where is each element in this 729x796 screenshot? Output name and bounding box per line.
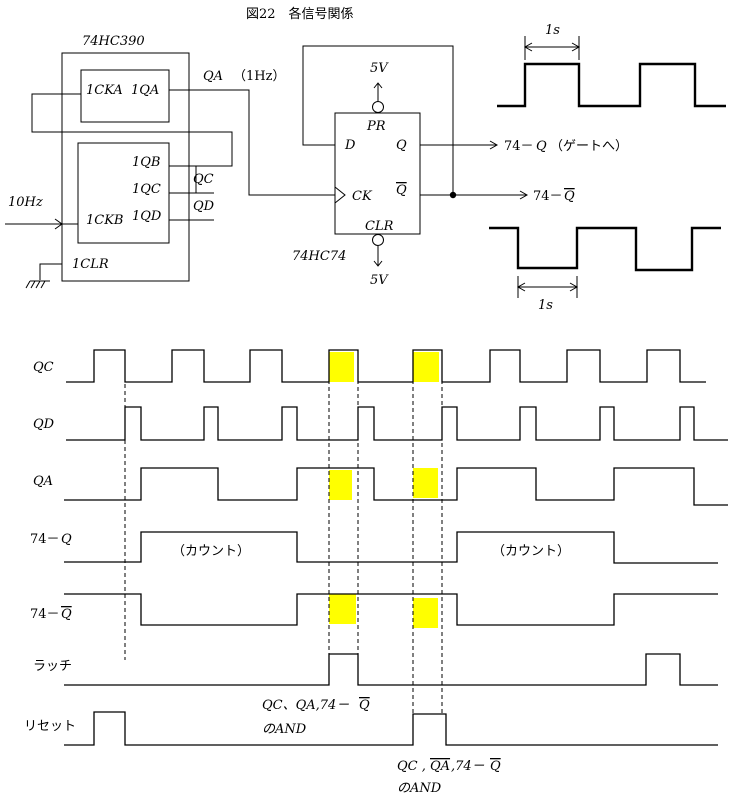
pin-1ckb: 1CKB bbox=[86, 213, 123, 228]
signal-label-qc: QC bbox=[33, 360, 54, 375]
count-label-2: （カウント） bbox=[492, 544, 570, 559]
signal-label-qa: QA bbox=[33, 474, 53, 489]
ic74-wiring bbox=[302, 45, 529, 267]
highlight-qc-1 bbox=[329, 352, 354, 382]
highlight-qbar-1 bbox=[329, 594, 356, 624]
waveform-74q bbox=[64, 531, 718, 564]
pin-qbar: Q bbox=[396, 183, 407, 198]
ic-74hc390: 74HC390 1CKA 1QA 1QB 1QC 1QD 1CKB 1CLR Q… bbox=[61, 34, 215, 282]
pin-1clr: 1CLR bbox=[72, 257, 109, 272]
pin-ck: CK bbox=[352, 189, 373, 204]
period-top-label: 1s bbox=[545, 23, 560, 38]
ic390-name: 74HC390 bbox=[82, 34, 145, 49]
signal-label-74q-name: Q bbox=[61, 532, 72, 547]
highlight-qa-2 bbox=[413, 468, 438, 498]
pin-q: Q bbox=[396, 138, 407, 153]
pin-1qb: 1QB bbox=[132, 155, 160, 170]
clock-triangle-icon bbox=[334, 186, 346, 204]
vcc-top-label: 5V bbox=[370, 61, 389, 76]
note-reset-line1a: QC , bbox=[397, 759, 426, 774]
ic390-wiring bbox=[5, 89, 335, 289]
note-reset-line1d: Q bbox=[490, 759, 501, 774]
signal-label-74qbar-prefix: 74－ bbox=[30, 607, 60, 622]
ic74-outline bbox=[334, 112, 421, 235]
waveform-qbar-sample: 1s bbox=[489, 226, 721, 313]
note-latch-line1b: Q bbox=[359, 698, 370, 713]
pin-1qd: 1QD bbox=[132, 209, 162, 224]
period-bottom-label: 1s bbox=[538, 298, 553, 313]
pin-1qa: 1QA bbox=[131, 83, 159, 98]
waveform-74qbar bbox=[64, 593, 718, 626]
pin-pr: PR bbox=[366, 119, 386, 134]
waveform-q-sample: 1s bbox=[497, 23, 726, 108]
pin-d: D bbox=[344, 138, 356, 153]
vcc-bottom-label: 5V bbox=[370, 273, 389, 288]
out-q-prefix: 74－ bbox=[504, 139, 534, 154]
note-reset-line1c: ,74－ bbox=[451, 759, 485, 774]
ic-74hc74: PR D Q CK Q CLR 74HC74 bbox=[292, 112, 421, 264]
signal-label-reset: リセット bbox=[24, 719, 76, 734]
pin-1qc: 1QC bbox=[132, 182, 161, 197]
highlight-qbar-2 bbox=[413, 598, 438, 628]
pin-clr: CLR bbox=[365, 219, 394, 234]
ic74-name: 74HC74 bbox=[292, 249, 346, 264]
note-reset-line2: のAND bbox=[397, 781, 442, 796]
and-highlights bbox=[329, 352, 439, 628]
ic390-counter-a bbox=[80, 69, 170, 123]
waveform-qa bbox=[64, 467, 728, 506]
signal-label-74q-prefix: 74－ bbox=[30, 532, 60, 547]
ic390-outline bbox=[61, 52, 190, 282]
highlight-qa-1 bbox=[329, 470, 352, 500]
note-latch-line2: のAND bbox=[262, 722, 307, 737]
qc-out-label: QC bbox=[193, 172, 214, 187]
waveform-reset bbox=[64, 711, 718, 746]
highlight-qc-2 bbox=[413, 352, 439, 382]
waveform-qd bbox=[66, 406, 728, 441]
out-qbar-name: Q bbox=[564, 189, 575, 204]
out-q-name: Q bbox=[536, 139, 547, 154]
input-10hz-label: 10Hz bbox=[8, 195, 43, 210]
signal-label-74qbar-name: Q bbox=[61, 607, 72, 622]
count-label-1: （カウント） bbox=[172, 544, 250, 559]
qa-freq-label: （1Hz） bbox=[233, 69, 285, 84]
out-q-suffix: （ゲートへ） bbox=[550, 139, 628, 154]
waveform-latch bbox=[64, 653, 718, 686]
timing-guides bbox=[124, 352, 443, 714]
signal-label-qd: QD bbox=[33, 417, 55, 432]
note-latch-line1a: QC、QA,74－ bbox=[262, 698, 349, 713]
pin-1cka: 1CKA bbox=[86, 83, 123, 98]
out-qbar-prefix: 74－ bbox=[533, 189, 563, 204]
figure-title: 図22 各信号関係 bbox=[246, 6, 354, 22]
qa-wire-label: QA bbox=[203, 69, 223, 84]
signal-label-latch: ラッチ bbox=[33, 659, 72, 674]
note-reset-line1b: QA bbox=[430, 759, 450, 774]
waveform-qc bbox=[66, 349, 706, 383]
qd-out-label: QD bbox=[193, 199, 215, 214]
